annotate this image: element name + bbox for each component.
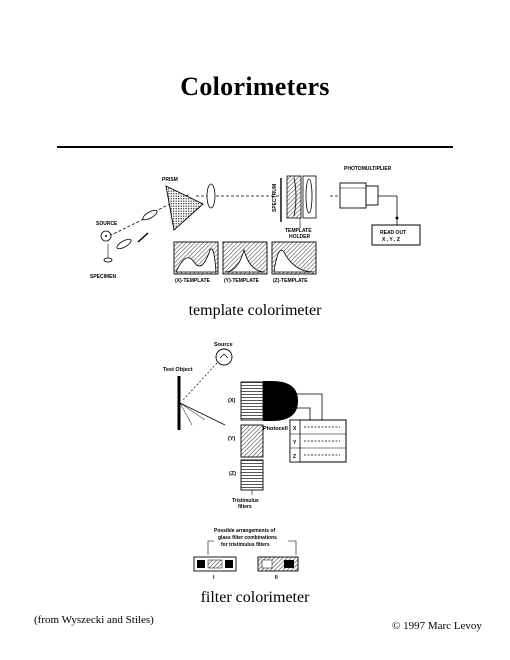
label-arrangements-line2: glass filter combinations — [218, 535, 277, 541]
lens-icon — [305, 178, 313, 214]
label-photomultiplier: PHOTOMULTIPLIER — [344, 166, 392, 172]
source-filament — [219, 353, 229, 359]
lens-icon — [116, 238, 132, 250]
label-source: Source — [214, 342, 233, 348]
label-filter-x: (X) — [228, 398, 236, 404]
meter-label-column — [289, 419, 301, 463]
label-arrangements-line3: for tristimulus filters — [221, 542, 270, 548]
z-template-panel — [271, 241, 317, 275]
reflected-ray — [179, 402, 226, 426]
label-arrangement-2: II — [275, 575, 278, 581]
label-source: SOURCE — [96, 221, 118, 227]
filter-arrangement-2 — [257, 556, 299, 572]
label-x-template: (X)-TEMPLATE — [175, 278, 211, 284]
label-arrangement-1: I — [213, 575, 215, 581]
label-z-template: (Z)-TEMPLATE — [273, 278, 308, 284]
photocell-wire — [296, 407, 311, 420]
source-lamp-icon — [215, 348, 233, 366]
photomultiplier-icon — [339, 182, 367, 209]
filter-arrangement-1 — [193, 556, 237, 572]
template-holder — [286, 175, 302, 219]
title-divider — [57, 146, 453, 148]
prism-icon — [165, 185, 204, 231]
label-spectrum: SPECTRUM — [272, 184, 278, 212]
label-filter-y: (Y) — [228, 436, 236, 442]
label-filter-z: (Z) — [229, 471, 236, 477]
label-prism: PRISM — [162, 177, 178, 183]
reflected-ray — [179, 402, 193, 426]
template-curve — [293, 177, 297, 217]
photomultiplier-cap — [365, 185, 379, 206]
filter-x — [240, 381, 264, 421]
specimen-icon — [103, 257, 113, 263]
template-colorimeter-diagram: SOURCE SPECIMEN PRISM SPECTRUM TEMPLATE … — [90, 166, 421, 284]
label-meter-z: Z — [293, 454, 296, 460]
label-meter-y: Y — [293, 440, 297, 446]
label-template: TEMPLATE — [285, 228, 312, 234]
filter-colorimeter-diagram: Source Test Object (X) (Y) (Z) Tristimul… — [163, 342, 347, 581]
label-meter-x: X — [293, 426, 297, 432]
readout-box — [371, 224, 421, 246]
page-title: Colorimeters — [180, 72, 330, 101]
label-holder: HOLDER — [289, 234, 311, 240]
light-path-segment — [104, 215, 151, 239]
caption-template-colorimeter: template colorimeter — [188, 302, 322, 319]
lens-icon — [142, 209, 158, 221]
lens-icon — [206, 183, 216, 209]
leader-line — [207, 540, 214, 555]
photocell-wire — [296, 393, 323, 420]
label-tristimulus: Tristimulus — [232, 498, 259, 504]
label-test-object: Test Object — [163, 367, 193, 373]
label-photocell: Photocell — [263, 426, 288, 432]
caption-filter-colorimeter: filter colorimeter — [200, 589, 310, 606]
label-specimen: SPECIMEN — [90, 274, 117, 280]
source-credit: (from Wyszecki and Stiles) — [34, 614, 154, 626]
mirror-icon — [137, 232, 149, 243]
y-template-panel — [222, 241, 268, 275]
light-ray — [182, 362, 218, 401]
filter-y — [240, 424, 264, 458]
filter-z — [240, 459, 264, 491]
label-filters: filters — [238, 504, 252, 510]
label-readout-line2: X , Y , Z — [382, 237, 400, 243]
source-filament — [105, 235, 107, 237]
label-y-template: (Y)-TEMPLATE — [224, 278, 260, 284]
label-readout-line1: READ OUT — [380, 230, 406, 236]
x-template-panel — [173, 241, 219, 275]
photocell-icon — [263, 381, 298, 421]
label-arrangements-line1: Possible arrangements of — [214, 528, 275, 534]
reflected-ray — [179, 402, 206, 421]
copyright-notice: © 1997 Marc Levoy — [392, 620, 482, 632]
leader-line — [288, 540, 297, 555]
